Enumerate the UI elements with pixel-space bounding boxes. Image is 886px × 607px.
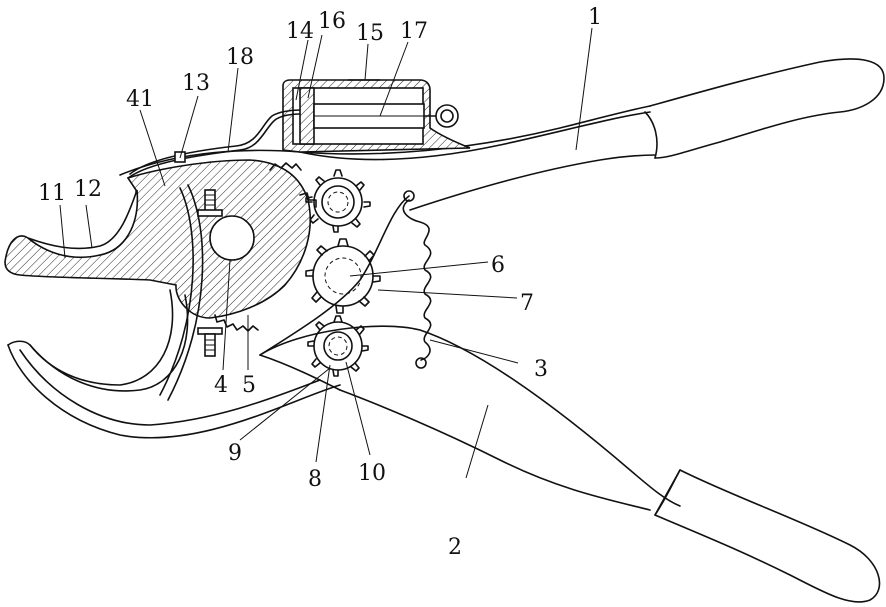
label-12: 12 bbox=[74, 177, 102, 202]
label-4: 4 bbox=[214, 373, 228, 398]
label-15: 15 bbox=[356, 21, 384, 46]
label-7: 7 bbox=[520, 291, 534, 316]
gear-middle bbox=[306, 239, 380, 313]
label-41: 41 bbox=[126, 87, 154, 112]
label-9: 9 bbox=[228, 441, 242, 466]
label-17: 17 bbox=[400, 19, 428, 44]
label-18: 18 bbox=[226, 45, 254, 70]
gear-lower bbox=[308, 316, 368, 376]
label-14: 14 bbox=[286, 19, 314, 44]
label-6: 6 bbox=[491, 253, 505, 278]
label-1: 1 bbox=[588, 5, 602, 30]
label-5: 5 bbox=[242, 373, 256, 398]
housing bbox=[283, 80, 470, 152]
label-3: 3 bbox=[534, 357, 548, 382]
lower-handle bbox=[8, 326, 880, 602]
label-10: 10 bbox=[358, 461, 386, 486]
bolt-lower bbox=[198, 328, 222, 356]
label-11: 11 bbox=[38, 181, 66, 206]
label-13: 13 bbox=[182, 71, 210, 96]
label-2: 2 bbox=[448, 535, 462, 560]
label-16: 16 bbox=[318, 9, 346, 34]
label-8: 8 bbox=[308, 467, 322, 492]
